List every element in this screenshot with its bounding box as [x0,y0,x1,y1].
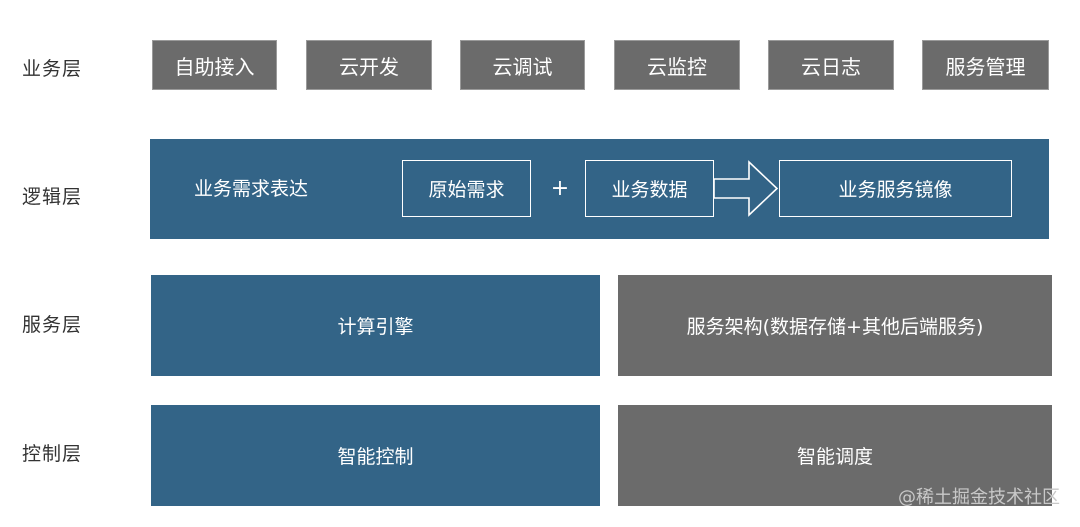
smart-schedule-box: 智能调度 [618,405,1052,506]
business-item-cloud-log: 云日志 [768,40,894,90]
business-mirror-box: 业务服务镜像 [779,160,1012,217]
service-architecture-box: 服务架构(数据存储+其他后端服务) [618,275,1052,376]
logic-layer-panel [150,139,1049,239]
business-item-cloud-monitor: 云监控 [614,40,740,90]
layer-label-logic: 逻辑层 [22,186,83,208]
business-item-service-mgmt: 服务管理 [922,40,1049,90]
smart-control-box: 智能控制 [151,405,600,506]
business-item-cloud-dev: 云开发 [306,40,432,90]
business-data-box: 业务数据 [585,160,714,217]
plus-sign: + [550,176,570,201]
compute-engine-box: 计算引擎 [151,275,600,376]
right-arrow-icon [713,160,779,217]
business-item-self-access: 自助接入 [152,40,277,90]
layer-label-control: 控制层 [22,443,83,465]
layer-label-service: 服务层 [22,314,83,336]
layer-label-business: 业务层 [22,58,83,80]
watermark: @稀土掘金技术社区 [898,487,1060,508]
raw-demand-box: 原始需求 [402,160,531,217]
logic-title: 业务需求表达 [194,178,309,200]
business-item-cloud-debug: 云调试 [460,40,585,90]
